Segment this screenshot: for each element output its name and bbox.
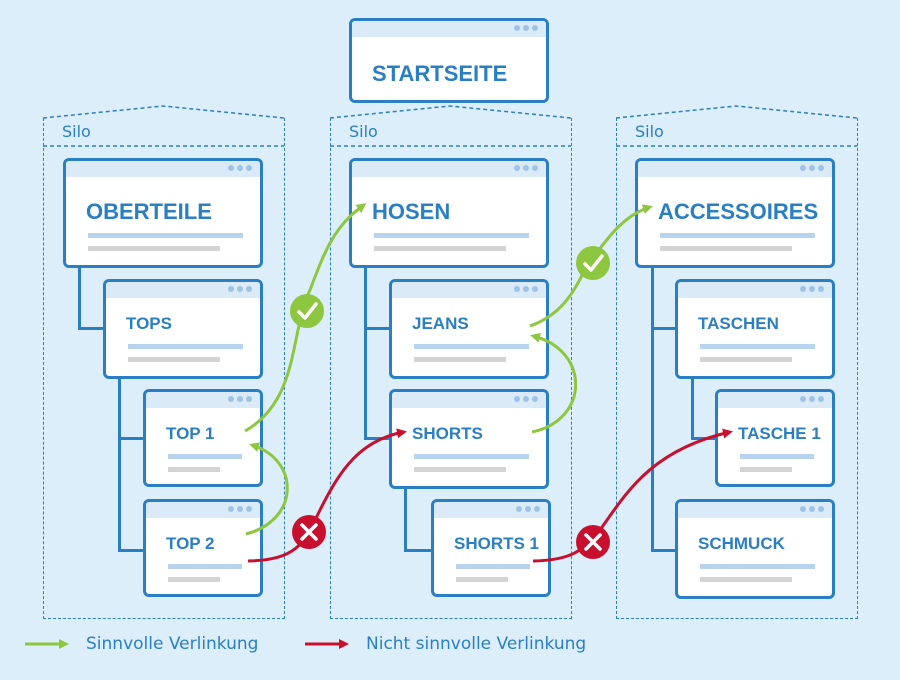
category-card-accessoires: ACCESSOIRES xyxy=(635,158,835,268)
tree-connector xyxy=(78,266,81,330)
tree-connector xyxy=(364,437,392,440)
product-card-tasche-1: TASCHE 1 xyxy=(715,389,835,487)
product-card-shorts-1: SHORTS 1 xyxy=(431,499,551,597)
subcategory-card-shorts: SHORTS xyxy=(389,389,549,489)
tree-connector xyxy=(651,549,679,552)
silo-frame-3 xyxy=(616,118,858,619)
check-circle-icon xyxy=(576,246,610,280)
category-card-hosen: HOSEN xyxy=(349,158,549,268)
cross-circle-icon xyxy=(292,515,326,549)
cross-circle-icon xyxy=(576,525,610,559)
tree-connector xyxy=(364,327,392,330)
subcategory-card-jeans: JEANS xyxy=(389,279,549,379)
product-title: TOP 1 xyxy=(166,424,215,443)
startpage-card: STARTSEITE xyxy=(349,18,549,103)
subcategory-title: TASCHEN xyxy=(698,314,779,333)
subcategory-card-schmuck: SCHMUCK xyxy=(675,499,835,599)
subcategory-title: TOPS xyxy=(126,314,172,333)
tree-connector xyxy=(78,327,106,330)
bad-link-shorts1-tasche1 xyxy=(532,428,733,563)
subcategory-title: JEANS xyxy=(412,314,469,333)
silo-label-3: Silo xyxy=(635,122,664,141)
good-link-top2-top1 xyxy=(245,442,289,536)
product-title: TOP 2 xyxy=(166,534,215,553)
category-title: HOSEN xyxy=(372,199,451,224)
silo-label-1: Silo xyxy=(62,122,91,141)
tree-connector xyxy=(404,486,407,552)
startpage-title: STARTSEITE xyxy=(372,61,508,86)
product-title: TASCHE 1 xyxy=(738,424,821,443)
tree-connector xyxy=(651,266,654,552)
tree-connector xyxy=(364,266,367,440)
check-circle-icon xyxy=(290,294,324,328)
category-title: ACCESSOIRES xyxy=(658,199,819,224)
tree-connector xyxy=(118,437,146,440)
product-card-top-2: TOP 2 xyxy=(143,499,263,597)
silo-label-2: Silo xyxy=(349,122,378,141)
tree-connector xyxy=(118,549,146,552)
tree-connector xyxy=(404,549,434,552)
subcategory-card-tops: TOPS xyxy=(103,279,263,379)
subcategory-title: SHORTS xyxy=(412,424,483,443)
legend-good-label: Sinnvolle Verlinkung xyxy=(86,634,259,654)
product-title: SHORTS 1 xyxy=(454,534,540,553)
bad-link-top2-shorts xyxy=(247,428,407,563)
category-card-oberteile: OBERTEILE xyxy=(63,158,263,268)
good-link-shorts-jeans xyxy=(530,332,578,434)
tree-connector xyxy=(691,376,694,440)
subcategory-card-taschen: TASCHEN xyxy=(675,279,835,379)
product-card-top-1: TOP 1 xyxy=(143,389,263,487)
category-title: OBERTEILE xyxy=(86,199,212,224)
legend-bad-label: Nicht sinnvolle Verlinkung xyxy=(366,634,587,654)
tree-connector xyxy=(651,327,679,330)
tree-connector xyxy=(118,376,121,552)
subcategory-title: SCHMUCK xyxy=(698,534,785,553)
silo-frame-1 xyxy=(43,118,285,619)
